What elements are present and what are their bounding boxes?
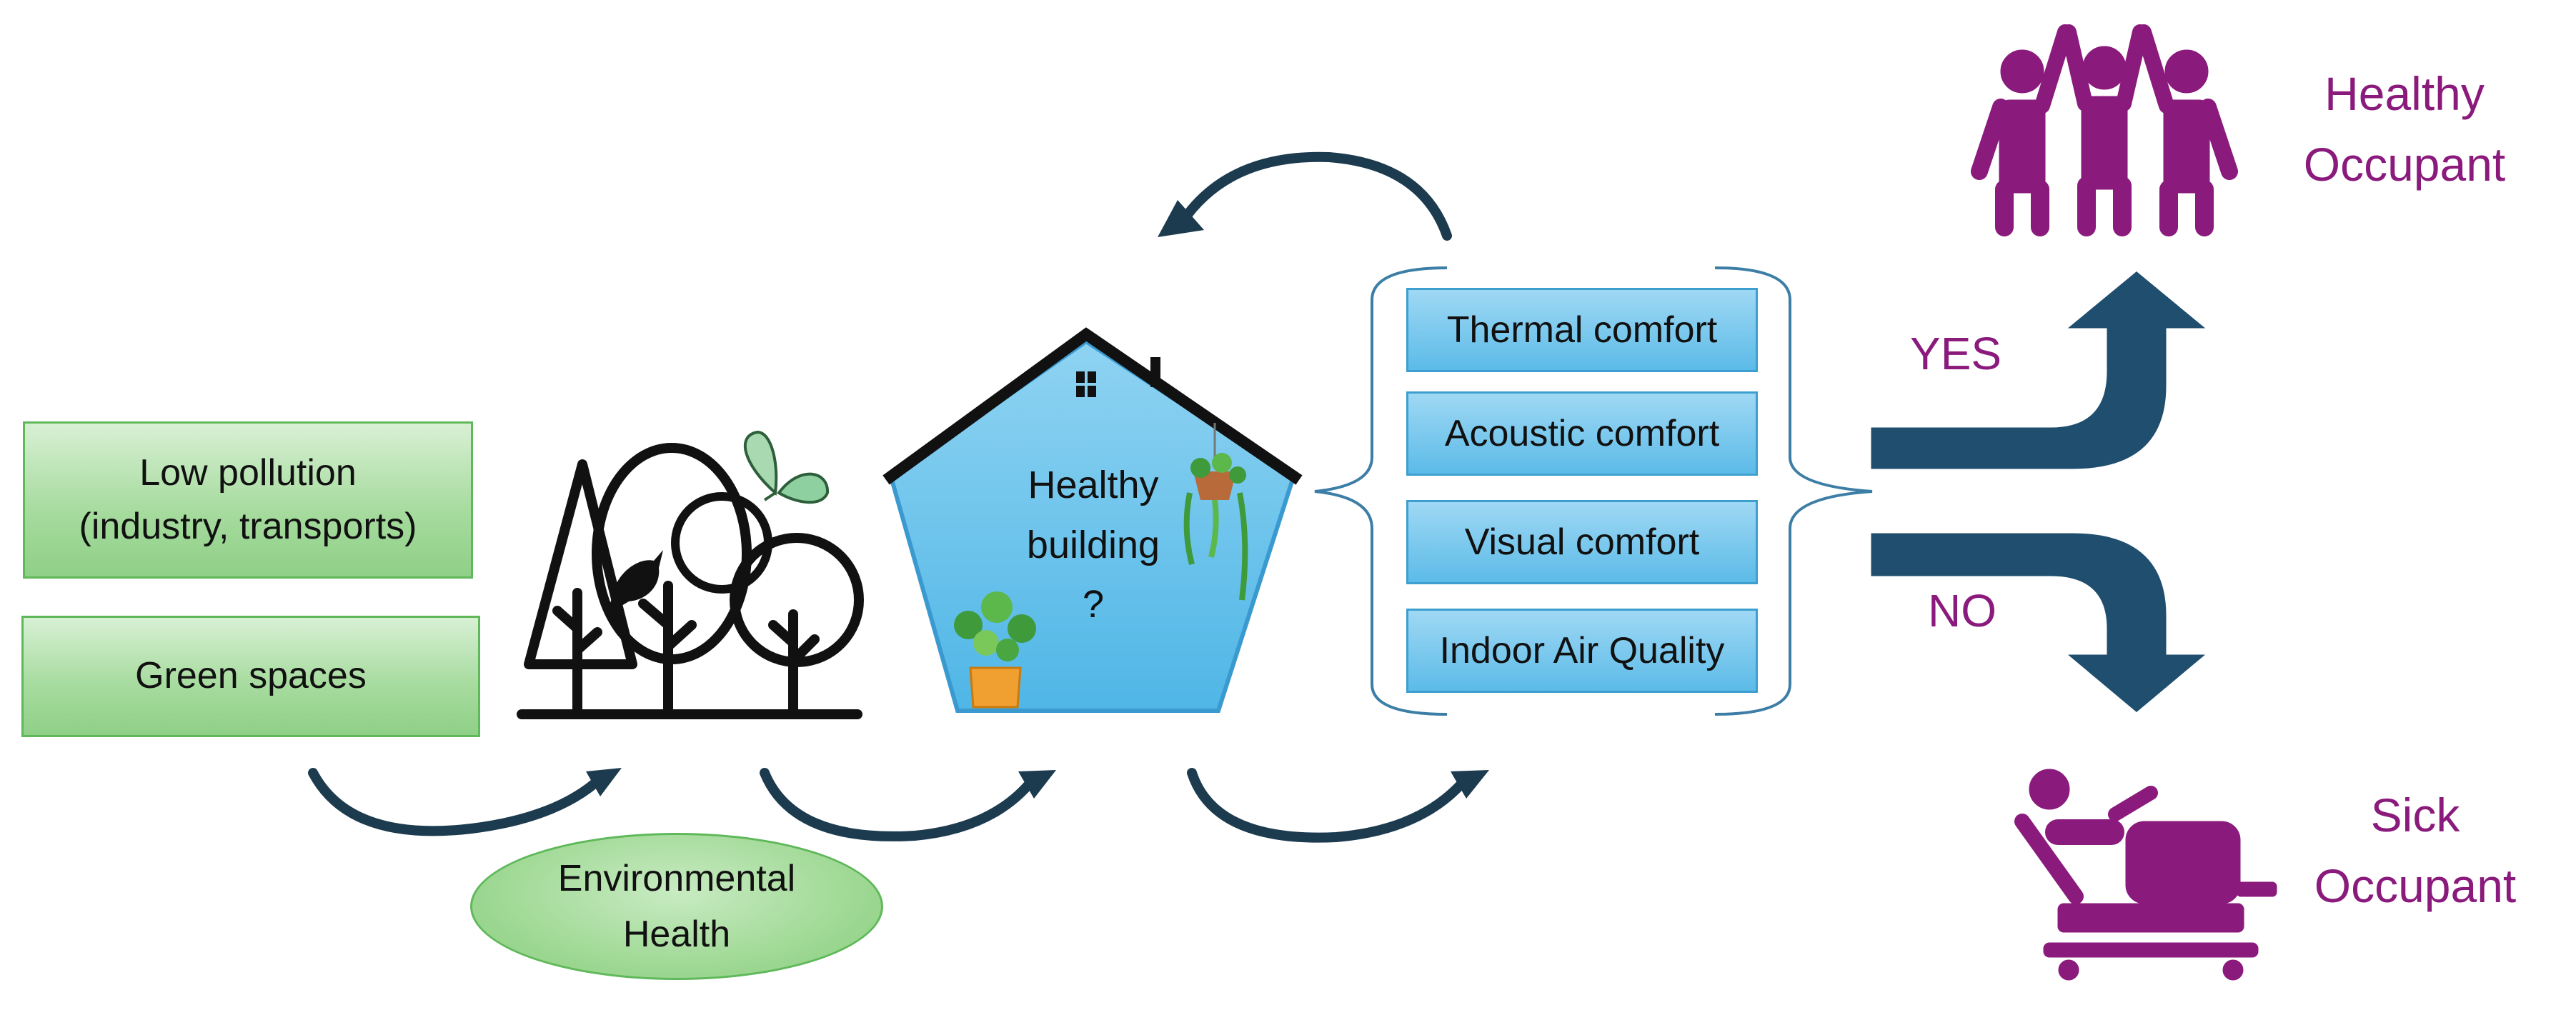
sick-occupant-line-2: Occupant (2314, 859, 2517, 912)
hanging-plant-icon (1183, 423, 1248, 601)
low-pollution-label: Low pollution (139, 451, 357, 494)
healthy-occupant-line-2: Occupant (2303, 138, 2506, 191)
environmental-health-label-1: Environmental (557, 858, 796, 899)
feedback-arrow (1158, 151, 1452, 241)
healthy-building-label: Healthy building ? (986, 456, 1200, 635)
environmental-health-ellipse: Environmental Health (470, 833, 883, 980)
healthy-occupant-label: Healthy Occupant (2262, 59, 2547, 200)
sick-occupant-label: Sick Occupant (2272, 780, 2558, 921)
healthy-building-question: ? (1082, 583, 1105, 626)
healthy-occupant-line-1: Healthy (2324, 67, 2485, 120)
sick-occupant-icon (2014, 769, 2277, 981)
no-label: NO (1928, 585, 1996, 636)
acoustic-comfort-label: Acoustic comfort (1444, 413, 1720, 454)
potted-plant-icon (954, 591, 1036, 709)
right-brace (1714, 266, 1873, 716)
environmental-health-label-2: Health (622, 914, 731, 955)
healthy-occupants-icon (1971, 24, 2238, 236)
left-brace (1314, 266, 1448, 716)
flow-arrow-2 (760, 768, 1056, 841)
bird-icon (607, 550, 663, 614)
sick-occupant-line-1: Sick (2370, 789, 2460, 841)
thermal-comfort-box: Thermal comfort (1406, 288, 1758, 372)
indoor-air-quality-box: Indoor Air Quality (1406, 609, 1758, 693)
low-pollution-sublabel: (industry, transports) (79, 506, 417, 547)
flow-arrow-1 (308, 768, 622, 836)
thermal-comfort-label: Thermal comfort (1446, 309, 1718, 351)
butterfly-icon (743, 430, 830, 504)
yes-label: YES (1910, 328, 2002, 379)
visual-comfort-label: Visual comfort (1464, 521, 1700, 563)
visual-comfort-box: Visual comfort (1406, 500, 1758, 584)
no-arrow (1871, 533, 2206, 712)
acoustic-comfort-box: Acoustic comfort (1406, 391, 1758, 476)
trees-icon (517, 443, 864, 719)
green-spaces-box: Green spaces (21, 616, 480, 737)
green-spaces-label: Green spaces (135, 655, 367, 697)
indoor-air-quality-label: Indoor Air Quality (1439, 630, 1725, 671)
low-pollution-box: Low pollution (industry, transports) (23, 421, 473, 579)
yes-arrow (1871, 271, 2206, 469)
healthy-building-line-1: Healthy (1028, 464, 1159, 506)
flow-arrow-3 (1187, 768, 1489, 843)
healthy-building-line-2: building (1026, 523, 1160, 566)
